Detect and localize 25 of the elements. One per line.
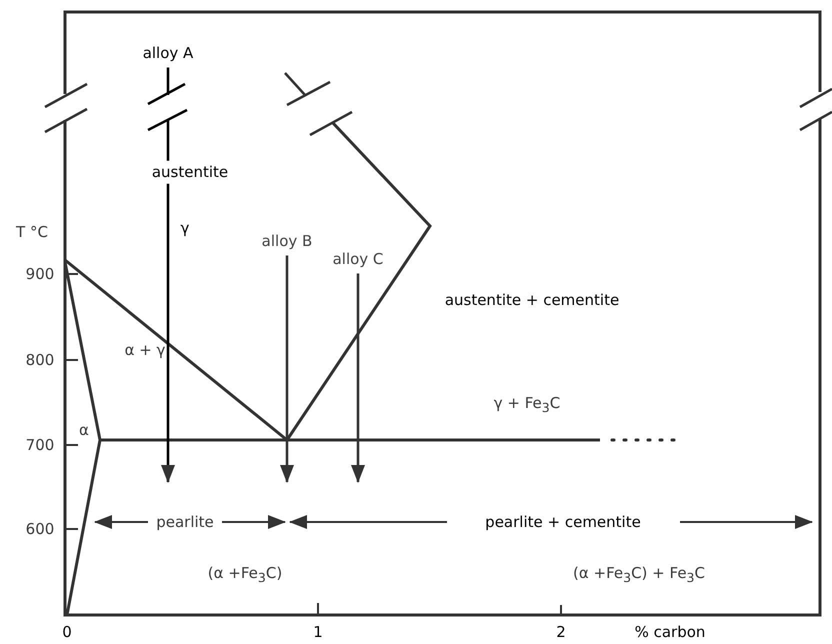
phase-label: pearlite + cementite bbox=[485, 514, 641, 530]
cooling-arrow bbox=[280, 256, 294, 483]
phase-label: α + γ bbox=[124, 342, 166, 358]
axis-title: % carbon bbox=[634, 624, 706, 640]
phase-label: austentite + cementite bbox=[444, 292, 620, 308]
phase-label: austentite bbox=[150, 160, 230, 184]
phase-label: γ bbox=[180, 220, 190, 236]
cooling-arrow bbox=[161, 66, 175, 484]
tick-label: 800 bbox=[26, 352, 54, 368]
cooling-arrow bbox=[351, 274, 365, 483]
tick-label: 1 bbox=[313, 624, 323, 640]
alloy-label: alloy A bbox=[142, 45, 194, 62]
phase-label: α bbox=[79, 422, 89, 438]
tick-label: 900 bbox=[26, 266, 54, 282]
tick-label: 0 bbox=[62, 624, 72, 640]
phase-label: (α +Fe$_{3}$C) bbox=[208, 565, 282, 585]
axis-title: T °C bbox=[16, 224, 48, 240]
tick-label: 2 bbox=[556, 624, 566, 640]
phase-label: γ + Fe$_{3}$C bbox=[494, 395, 560, 415]
tick-label: 600 bbox=[26, 520, 54, 538]
alloy-label: alloy B bbox=[262, 233, 312, 250]
tick-label: 700 bbox=[26, 436, 54, 454]
alloy-label: alloy C bbox=[332, 251, 384, 268]
phase-label: (α +Fe$_{3}$C) + Fe$_{3}$C bbox=[573, 565, 705, 585]
phase-label: pearlite bbox=[156, 514, 214, 530]
